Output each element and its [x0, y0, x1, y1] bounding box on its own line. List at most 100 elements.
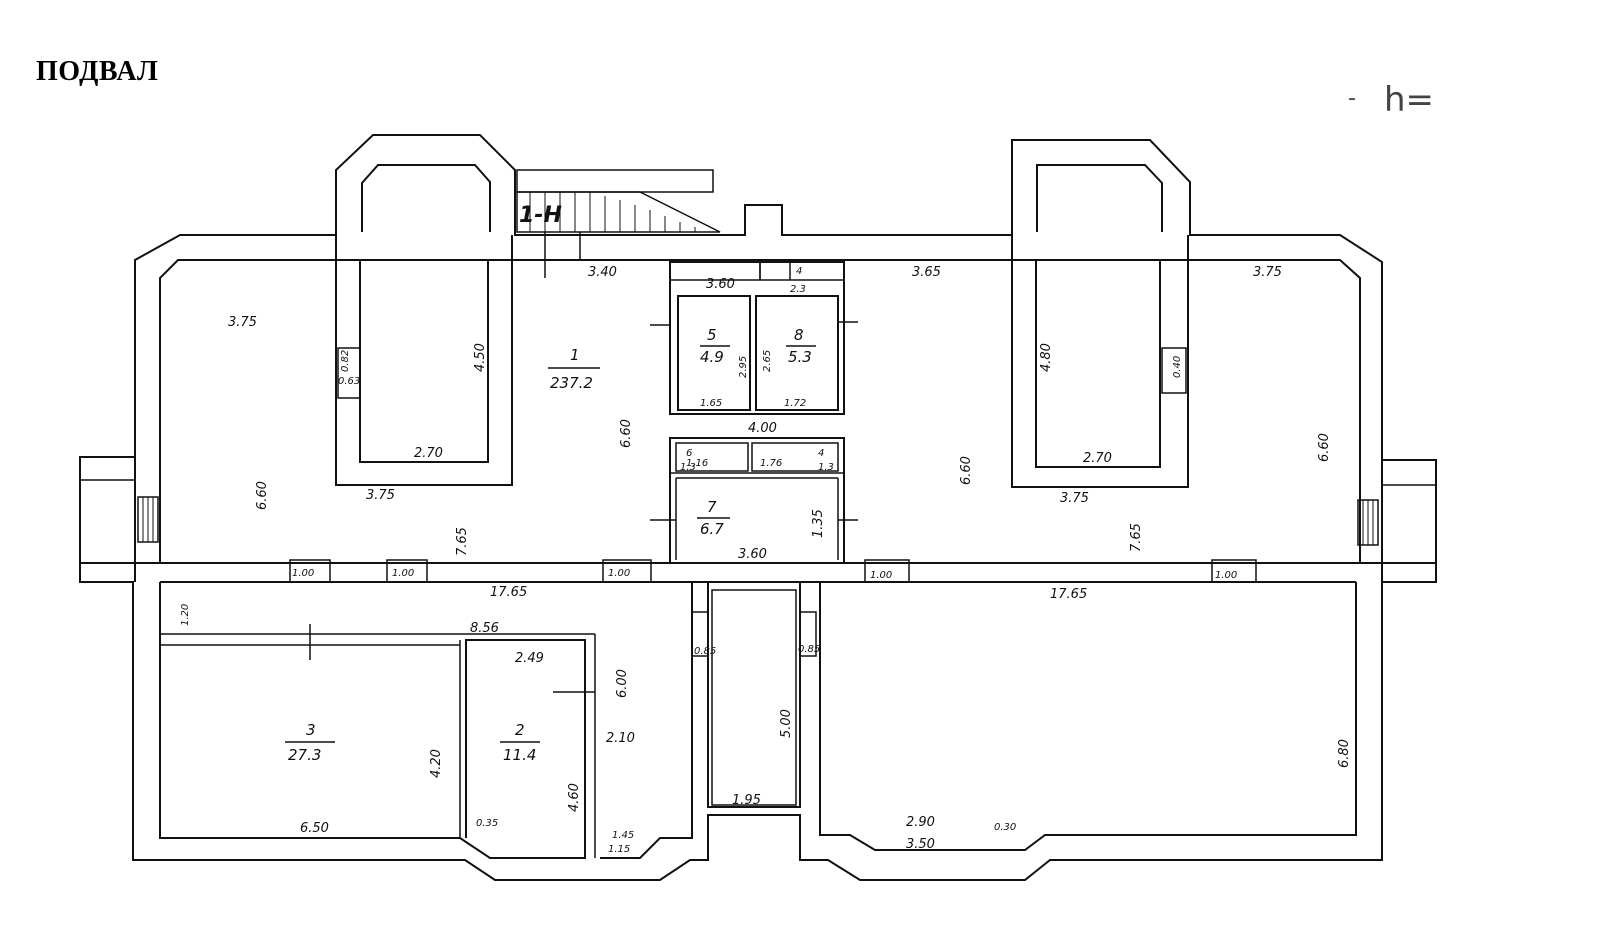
- dim: 6.60: [255, 481, 270, 510]
- stair-label: 1-Н: [519, 203, 562, 228]
- height-note: - h=: [1348, 80, 1434, 120]
- dim: 17.65: [1050, 587, 1087, 602]
- dim: 6.60: [1317, 433, 1332, 462]
- dim: 1.15: [608, 844, 630, 855]
- dim: 5.00: [779, 709, 794, 738]
- dim: 1.00: [392, 568, 414, 579]
- dim: 0.35: [476, 818, 498, 829]
- dim: 1.00: [870, 570, 892, 581]
- dim: 2.70: [1083, 451, 1112, 466]
- dim: 3.60: [738, 547, 767, 562]
- upper-hall-inner-wall: [159, 259, 1361, 563]
- dim: 6.80: [1337, 739, 1352, 768]
- svg-text:8: 8: [794, 326, 804, 344]
- left-tower: [335, 164, 513, 486]
- right-window-niche: [1357, 499, 1379, 546]
- dim: 3.50: [906, 837, 935, 852]
- dim: 0.85: [694, 646, 716, 657]
- dim: 3.75: [366, 488, 395, 503]
- room-label-1: 1 237.2: [548, 346, 600, 392]
- page-title: ПОДВАЛ: [36, 56, 159, 87]
- room-label-5: 5 4.9: [700, 326, 730, 366]
- dim: 8.56: [470, 621, 499, 636]
- dim: 1.16: [686, 458, 708, 469]
- dimension-ticks: [553, 262, 858, 693]
- dim: 0.30: [994, 822, 1016, 833]
- svg-text:2: 2: [515, 721, 525, 739]
- svg-text:1: 1: [570, 346, 580, 364]
- room-labels: 1 237.2 2 11.4 3 27.3 4 2.3 5 4.9 6 1.3: [285, 266, 834, 764]
- dim: 3.60: [706, 277, 735, 292]
- dim: 1.20: [180, 604, 191, 626]
- dim: 0.63: [338, 376, 360, 387]
- dim: 4.20: [429, 749, 444, 778]
- svg-text:1.3: 1.3: [818, 462, 834, 473]
- svg-text:4: 4: [818, 448, 824, 459]
- dim: 1.00: [1215, 570, 1237, 581]
- dim: 2.70: [414, 446, 443, 461]
- dim: 6.60: [619, 419, 634, 448]
- dim: 4.80: [1039, 343, 1054, 372]
- room-label-2: 2 11.4: [500, 721, 540, 764]
- dim: 17.65: [490, 585, 527, 600]
- lower-left-rooms: [159, 582, 693, 859]
- dim: 0.82: [340, 350, 351, 372]
- svg-text:2.3: 2.3: [790, 284, 806, 295]
- dim: 1.45: [612, 830, 634, 841]
- height-note-dash: -: [1348, 86, 1356, 111]
- svg-text:1.3: 1.3: [680, 462, 696, 473]
- dim: 6.50: [300, 821, 329, 836]
- dim: 0.40: [1172, 356, 1183, 378]
- svg-text:5: 5: [707, 326, 717, 344]
- svg-text:4.9: 4.9: [700, 348, 724, 366]
- svg-text:5.3: 5.3: [788, 348, 812, 366]
- right-tower: [1011, 164, 1189, 488]
- outer-wall: [79, 134, 1437, 881]
- dim: 1.00: [292, 568, 314, 579]
- lower-middle-room: [707, 581, 801, 808]
- svg-text:237.2: 237.2: [550, 374, 593, 392]
- central-rooms: [669, 261, 845, 564]
- room-label-4: 4 2.3: [790, 266, 806, 295]
- dim: 3.75: [1253, 265, 1282, 280]
- dim: 2.65: [762, 350, 773, 372]
- dimension-labels: 3.40 3.60 3.65 3.75 3.75 4.50 2.70 3.75 …: [180, 265, 1352, 855]
- dim: 2.49: [515, 651, 544, 666]
- dim: 2.90: [906, 815, 935, 830]
- svg-text:7: 7: [707, 498, 717, 516]
- dim: 1.35: [811, 509, 826, 538]
- svg-text:6.7: 6.7: [700, 520, 724, 538]
- svg-text:6: 6: [686, 448, 692, 459]
- dim: 4.50: [473, 343, 488, 372]
- height-note-label: h=: [1383, 80, 1434, 120]
- svg-text:3: 3: [306, 721, 316, 739]
- dim: 0.85: [798, 644, 820, 655]
- dim: 4.60: [567, 783, 582, 812]
- dim: 3.75: [1060, 491, 1089, 506]
- room-label-4b: 4 1.3: [818, 448, 834, 473]
- room-label-3: 3 27.3: [285, 721, 335, 764]
- dim: 3.75: [228, 315, 257, 330]
- dim: 6.60: [959, 456, 974, 485]
- dim: 1.00: [608, 568, 630, 579]
- corridor-doors: [289, 559, 1257, 657]
- dim: 7.65: [455, 527, 470, 556]
- dim: 1.95: [732, 793, 761, 808]
- dim: 1.65: [700, 398, 722, 409]
- svg-text:27.3: 27.3: [288, 746, 321, 764]
- dim: 3.65: [912, 265, 941, 280]
- room-label-8: 8 5.3: [786, 326, 816, 366]
- dim: 6.00: [615, 669, 630, 698]
- room-label-7: 7 6.7: [697, 498, 730, 538]
- staircase: [516, 169, 721, 278]
- dim: 2.10: [606, 731, 635, 746]
- dim: 4.00: [748, 421, 777, 436]
- svg-text:11.4: 11.4: [503, 746, 536, 764]
- left-window-niche: [137, 496, 159, 543]
- dim: 7.65: [1129, 523, 1144, 552]
- lower-right-room: [819, 582, 1357, 851]
- dim: 3.40: [588, 265, 617, 280]
- dim: 1.76: [760, 458, 782, 469]
- dim: 2.95: [738, 356, 749, 378]
